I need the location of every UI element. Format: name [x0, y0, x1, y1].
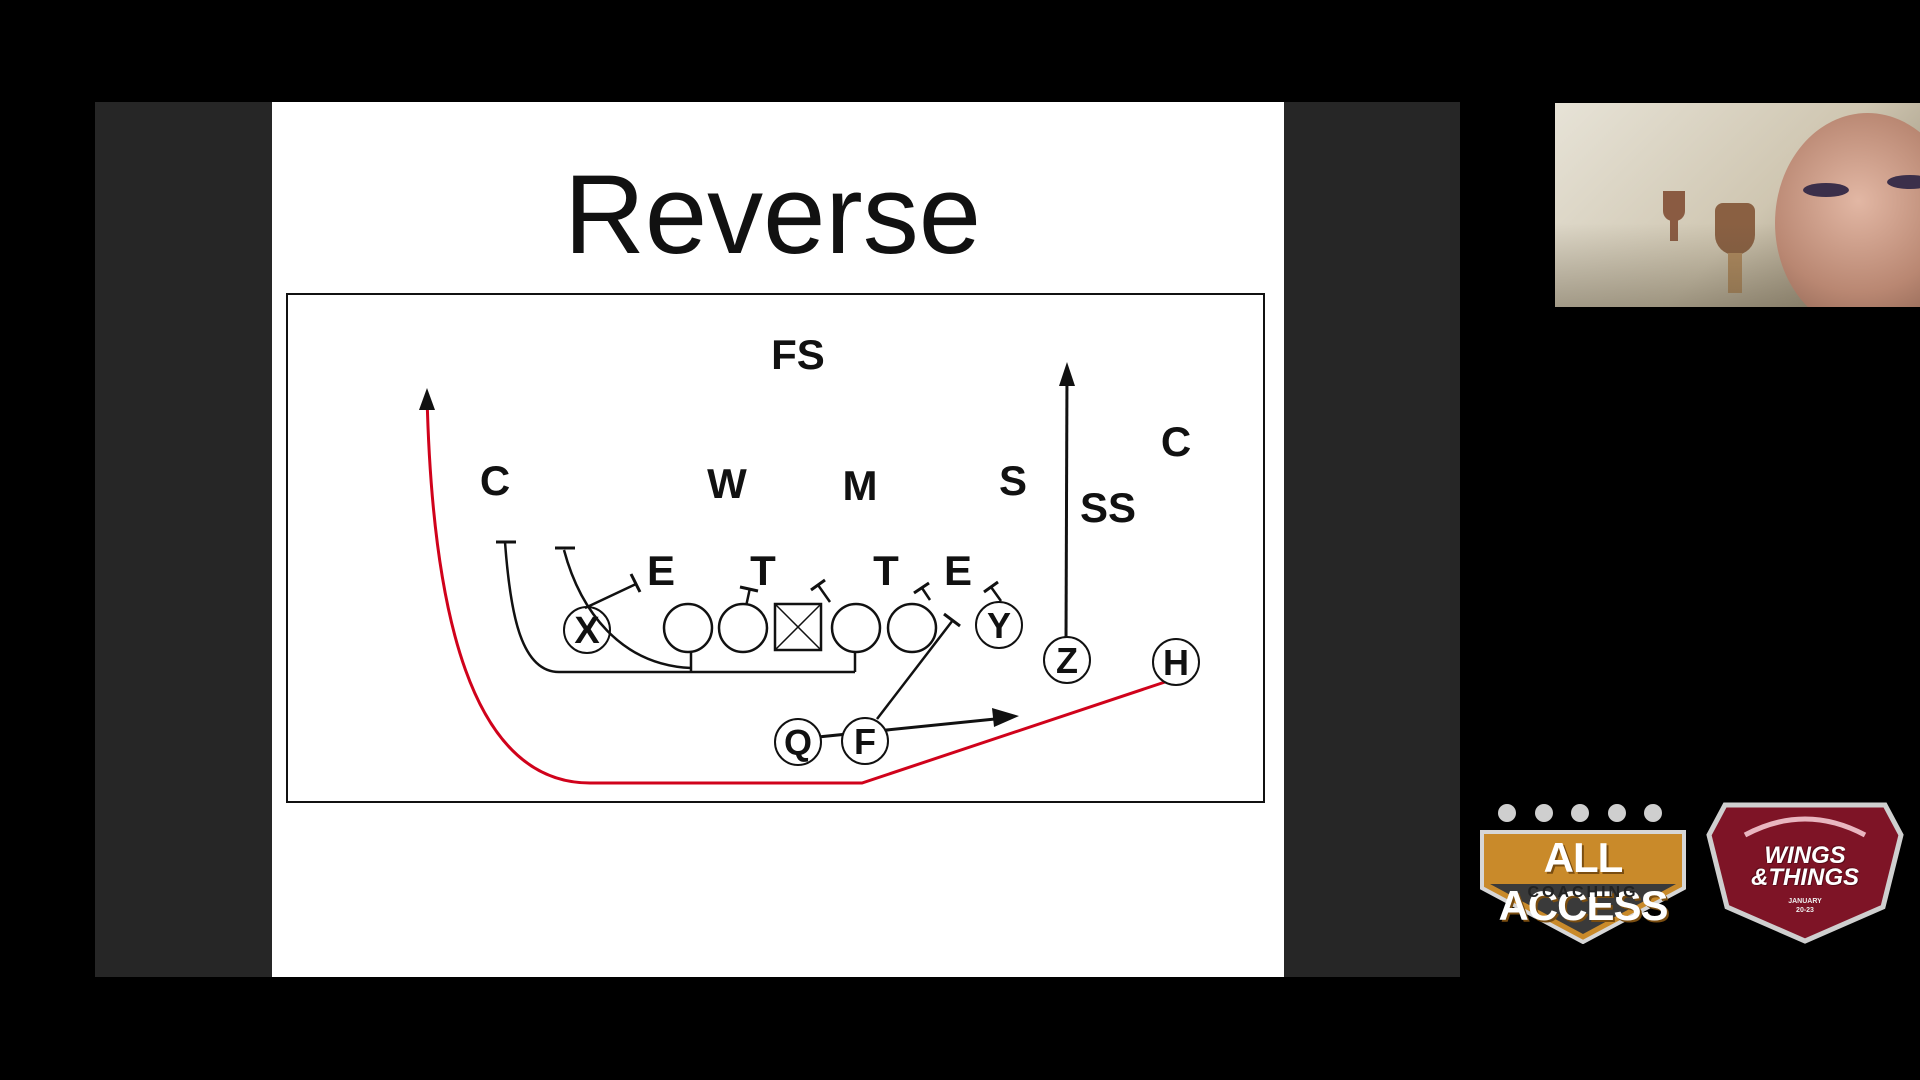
sport-icons-row [1480, 804, 1680, 822]
defender-w: W [707, 460, 747, 507]
defender-t-right: T [873, 547, 899, 594]
defender-c-right: C [1161, 418, 1191, 465]
left-tackle [662, 602, 714, 654]
defender-ss: SS [1080, 484, 1136, 531]
defender-c-left: C [480, 457, 510, 504]
player-h-circle [1152, 638, 1200, 686]
wings-date-line2: 20-23 [1796, 907, 1814, 914]
player-q-circle [774, 718, 822, 766]
pull-curve-inner [562, 549, 692, 670]
player-x-circle [563, 606, 611, 654]
wall-trophy-large-stem [1728, 253, 1742, 293]
center-x-2 [774, 603, 822, 651]
x-block [584, 582, 637, 610]
rt-block-cap [913, 581, 930, 595]
left-guard [717, 602, 769, 654]
football-icon [1571, 804, 1589, 822]
slide-title: Reverse [563, 152, 982, 277]
player-z-circle [1043, 636, 1091, 684]
right-guard [830, 602, 882, 654]
wall-trophy-large-icon [1715, 203, 1755, 255]
z-route-arrowhead [1059, 362, 1075, 386]
all-access-shield [1480, 830, 1686, 944]
fake-route-arrowhead [992, 708, 1019, 727]
presenter-face [1775, 113, 1920, 307]
c-block [816, 584, 832, 603]
helmet-icon [1644, 804, 1662, 822]
player-y: Y [987, 605, 1011, 646]
wings-date: JANUARY 20-23 [1705, 897, 1905, 915]
volleyball-icon [1534, 804, 1553, 822]
all-access-coaching-logo: ALL ACCESS COACHING [1470, 800, 1690, 950]
player-y-circle [975, 601, 1023, 649]
defender-e-right: E [944, 547, 972, 594]
right-tackle [886, 602, 938, 654]
player-f: F [854, 721, 876, 762]
reverse-route-arrowhead [419, 388, 435, 410]
defender-s: S [999, 457, 1027, 504]
lacrosse-icon [1607, 804, 1626, 822]
f-block-cap [943, 612, 961, 628]
wall-trophy-stem [1670, 219, 1678, 241]
defender-m: M [843, 462, 878, 509]
slide [272, 102, 1284, 977]
wings-and-things-logo: WINGS &THINGS JANUARY 20-23 [1705, 795, 1905, 945]
play-diagram-frame [286, 293, 1265, 803]
f-block [876, 619, 954, 720]
player-h: H [1163, 642, 1189, 683]
lg-block-cap [739, 585, 759, 593]
presenter-video-feed [1555, 103, 1920, 307]
reverse-route [425, 394, 1169, 785]
defender-fs: FS [771, 331, 825, 378]
y-block-cap [983, 580, 999, 594]
wings-text: WINGS &THINGS [1705, 842, 1905, 891]
z-route [1064, 369, 1069, 643]
defender-e-left: E [647, 547, 675, 594]
wings-shield [1706, 802, 1904, 944]
basketball-icon [1498, 804, 1516, 822]
x-block-cap [629, 573, 642, 593]
player-x: X [574, 610, 600, 652]
wings-text-line2: &THINGS [1751, 864, 1859, 891]
player-z: Z [1056, 640, 1078, 681]
y-block [989, 586, 1003, 602]
player-q: Q [784, 722, 812, 763]
presenter-eye-right [1887, 175, 1920, 189]
player-f-circle [841, 717, 889, 765]
all-access-text: ALL ACCESS [1498, 834, 1668, 929]
pull-curve-outer [503, 541, 560, 674]
wall-trophy-icon [1663, 191, 1685, 221]
coaching-text: COACHING [1527, 884, 1639, 901]
defender-t-left: T [750, 547, 776, 594]
wings-text-line1: WINGS [1764, 842, 1846, 869]
wings-date-line1: JANUARY [1788, 898, 1822, 905]
presenter-eye-left [1803, 183, 1849, 197]
c-block-cap [810, 578, 826, 592]
rt-block [920, 587, 932, 601]
